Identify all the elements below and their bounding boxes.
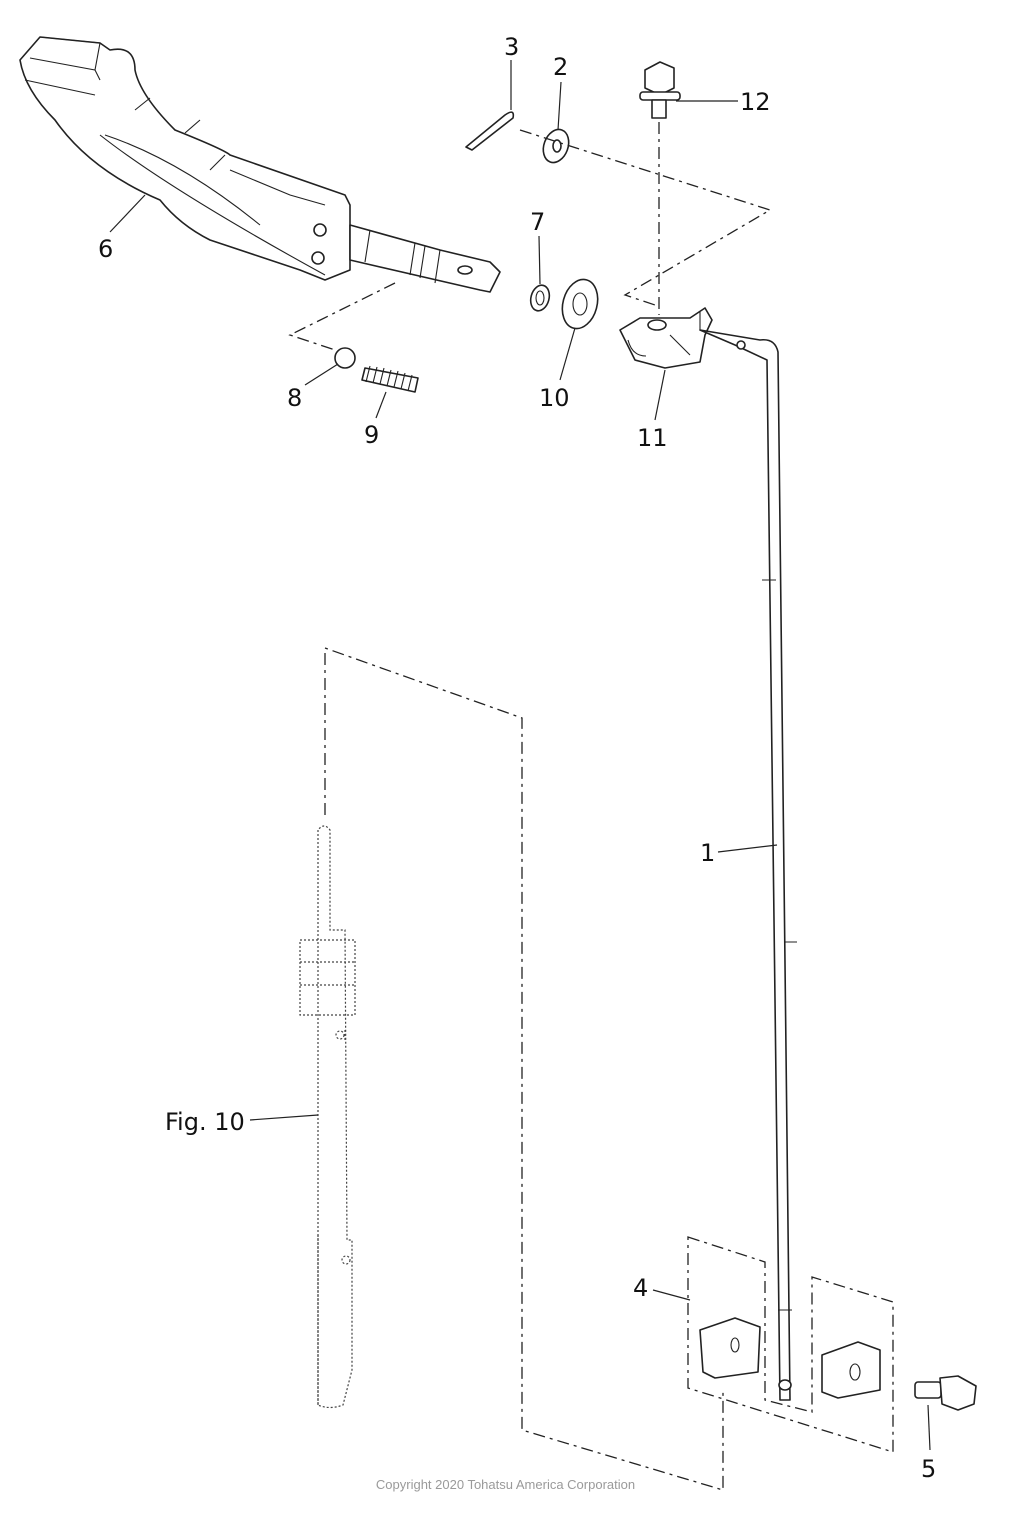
assembly-line-3-11 — [519, 129, 772, 306]
part-4-clamp-right — [821, 1341, 881, 1399]
part-1-shift-rod — [699, 329, 797, 1401]
callout-9: 9 — [364, 421, 379, 449]
part-4-clamp-left — [699, 1317, 761, 1379]
callout-4: 4 — [633, 1274, 648, 1302]
part-7-washer — [529, 284, 551, 312]
part-5-bolt — [914, 1375, 977, 1411]
part-9-spring — [361, 365, 419, 393]
callout-5: 5 — [921, 1455, 936, 1483]
callout-fig-10: Fig. 10 — [165, 1108, 245, 1136]
assembly-line-fig10 — [324, 647, 724, 1491]
part-12-bolt — [639, 61, 681, 119]
callout-2: 2 — [553, 53, 568, 81]
callout-1: 1 — [700, 839, 715, 867]
callout-11: 11 — [637, 424, 668, 452]
callout-10: 10 — [539, 384, 570, 412]
callout-6: 6 — [98, 235, 113, 263]
part-8-ball — [334, 347, 356, 369]
part-11-bracket — [619, 307, 713, 369]
part-2-washer — [542, 128, 570, 164]
callout-3: 3 — [504, 33, 519, 61]
callout-8: 8 — [287, 384, 302, 412]
part-3-cotter-pin — [465, 111, 515, 151]
callout-12: 12 — [740, 88, 771, 116]
part-10-washer — [561, 278, 599, 330]
fig-10-shaft-assembly — [299, 825, 356, 1409]
callout-7: 7 — [530, 208, 545, 236]
assembly-line-6-8 — [288, 282, 396, 351]
assembly-box-4 — [687, 1236, 894, 1453]
copyright-text: Copyright 2020 Tohatsu America Corporati… — [375, 1477, 636, 1492]
part-6-tiller-handle — [19, 36, 501, 293]
